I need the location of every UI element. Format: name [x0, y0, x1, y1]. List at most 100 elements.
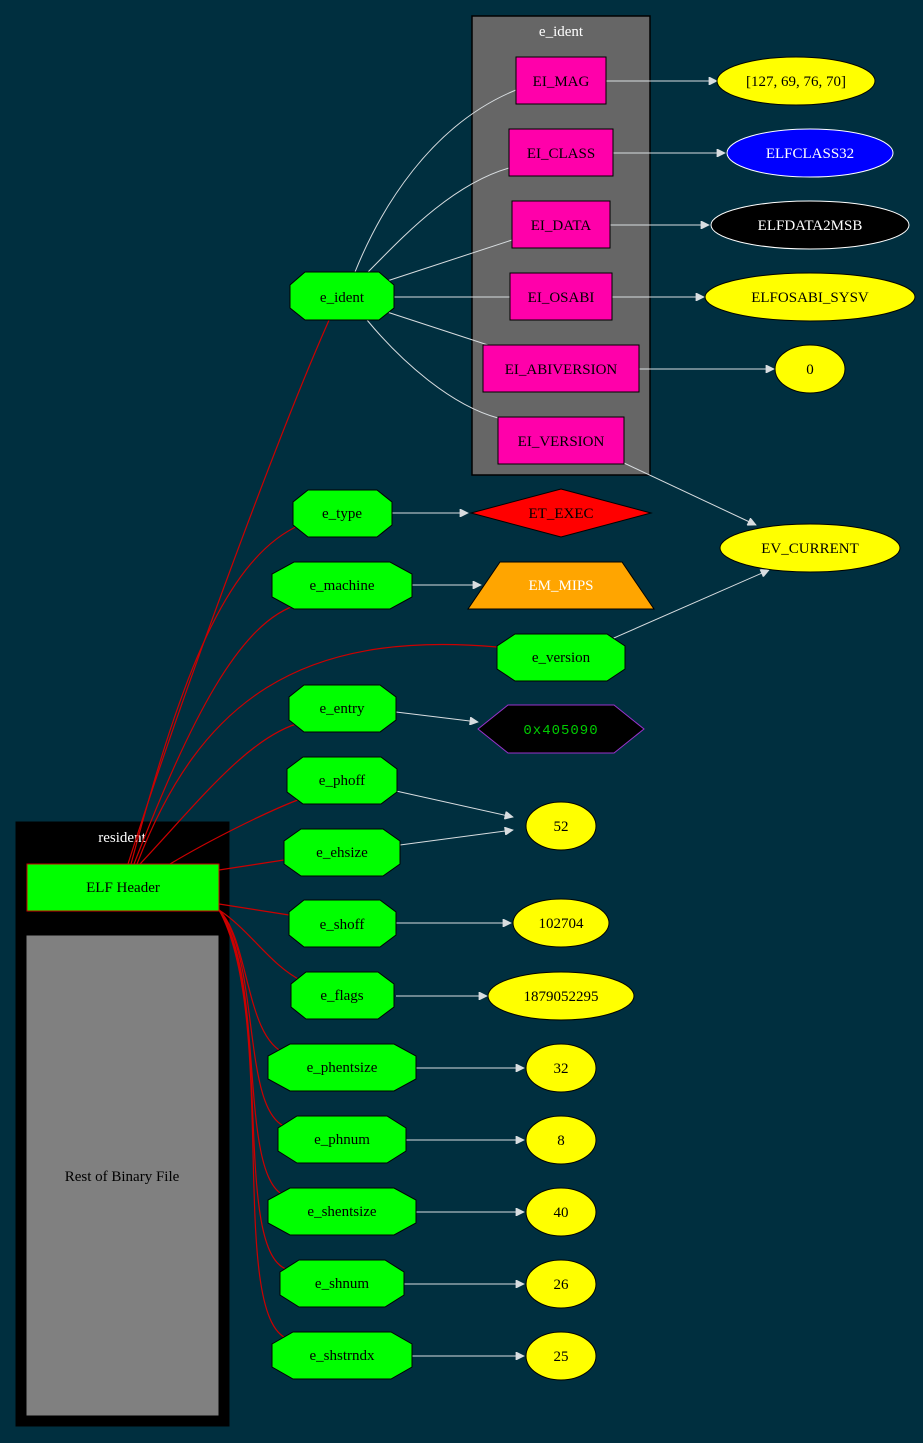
value-shoff-label: 102704 [539, 916, 585, 932]
edge-e-entry-value [395, 711, 478, 722]
value-osabi-node: ELFOSABI_SYSV [704, 272, 916, 322]
ei-osabi-node: EI_OSABI [509, 272, 613, 321]
value-phentsize-node: 32 [525, 1043, 597, 1093]
e-ehsize-node: e_ehsize [283, 828, 401, 877]
e-version-label: e_version [532, 650, 591, 666]
value-machine-label: EM_MIPS [528, 578, 593, 594]
e-entry-node: e_entry [288, 684, 397, 733]
ei-version-node: EI_VERSION [497, 416, 625, 465]
ei-class-label: EI_CLASS [527, 146, 595, 162]
e-phentsize-node: e_phentsize [267, 1043, 417, 1092]
e-ehsize-label: e_ehsize [316, 845, 368, 861]
edge-e-ehsize-value [399, 830, 513, 846]
e-type-label: e_type [322, 506, 362, 522]
e-version-node: e_version [496, 633, 626, 682]
value-ev-current-node: EV_CURRENT [719, 523, 901, 573]
edge-header-e-machine [133, 603, 301, 865]
e-type-node: e_type [292, 489, 393, 538]
edge-header-e-version [136, 643, 498, 865]
e-phnum-label: e_phnum [314, 1132, 370, 1148]
edge-ident-ei-class [366, 167, 510, 274]
e-ident-label: e_ident [320, 290, 365, 306]
value-flags-label: 1879052295 [524, 989, 599, 1005]
value-edges [392, 81, 774, 1356]
value-shoff-node: 102704 [512, 898, 610, 948]
value-shnum-node: 26 [525, 1259, 597, 1309]
value-shnum-label: 26 [554, 1277, 570, 1293]
value-52-node: 52 [525, 801, 597, 851]
value-shentsize-node: 40 [525, 1187, 597, 1237]
e-shentsize-label: e_shentsize [307, 1204, 376, 1220]
edge-header-e-phentsize [218, 909, 288, 1055]
elf-header-node: ELF Header [26, 863, 220, 912]
value-machine-node: EM_MIPS [467, 561, 655, 610]
edge-header-e-shnum [218, 909, 291, 1271]
edge-ident-ei-abiversion [383, 310, 489, 346]
value-phentsize-label: 32 [554, 1061, 569, 1077]
e-phnum-node: e_phnum [277, 1115, 407, 1164]
value-shentsize-label: 40 [554, 1205, 569, 1221]
edge-header-e-flags [218, 909, 303, 982]
edge-header-e-shoff [218, 903, 290, 916]
e-shoff-label: e_shoff [320, 917, 365, 933]
rest-of-binary-label: Rest of Binary File [65, 1169, 180, 1185]
value-entry-node: 0x405090 [477, 704, 645, 754]
value-class-label: ELFCLASS32 [766, 146, 854, 162]
value-abiversion-label: 0 [806, 362, 814, 378]
value-mag-node: [127, 69, 76, 70] [716, 56, 876, 106]
ei-abiversion-node: EI_ABIVERSION [482, 344, 640, 393]
edge-header-e-type [130, 524, 301, 865]
e-shoff-node: e_shoff [288, 899, 397, 948]
edge-ident-ei-mag [354, 89, 517, 273]
e-shentsize-node: e_shentsize [267, 1187, 417, 1236]
edge-header-e-ehsize [218, 859, 285, 871]
value-mag-label: [127, 69, 76, 70] [746, 74, 846, 90]
ident-subfield-edges [354, 89, 517, 419]
ei-mag-node: EI_MAG [515, 56, 607, 105]
ei-version-label: EI_VERSION [518, 434, 605, 450]
value-ev-current-label: EV_CURRENT [761, 541, 859, 557]
value-entry-label: 0x405090 [523, 723, 598, 739]
edge-header-e-ident [127, 317, 331, 865]
e-phoff-node: e_phoff [286, 756, 398, 805]
e-shnum-node: e_shnum [279, 1259, 405, 1308]
edge-header-e-phnum [218, 909, 291, 1129]
value-type-node: ET_EXEC [469, 488, 653, 538]
e-shnum-label: e_shnum [315, 1276, 369, 1292]
value-osabi-label: ELFOSABI_SYSV [751, 290, 869, 306]
elf-header-label: ELF Header [86, 880, 160, 896]
value-phnum-node: 8 [525, 1115, 597, 1165]
e-entry-label: e_entry [320, 701, 365, 717]
e-ident-cluster-label: e_ident [539, 24, 584, 40]
value-class-node: ELFCLASS32 [726, 128, 894, 178]
edge-ei-version-value [623, 462, 756, 525]
ei-mag-label: EI_MAG [533, 74, 590, 90]
e-ident-node: e_ident [289, 271, 395, 321]
e-flags-node: e_flags [290, 971, 395, 1020]
e-shstrndx-label: e_shstrndx [310, 1348, 375, 1364]
e-machine-label: e_machine [310, 578, 375, 594]
edge-header-e-entry [139, 721, 304, 865]
value-phnum-label: 8 [557, 1133, 565, 1149]
ei-class-node: EI_CLASS [508, 128, 614, 177]
e-phoff-label: e_phoff [319, 773, 365, 789]
rest-of-binary-node: Rest of Binary File [25, 934, 220, 1417]
ei-data-label: EI_DATA [531, 218, 592, 234]
value-shstrndx-node: 25 [525, 1331, 597, 1381]
edge-header-e-shstrndx [218, 909, 293, 1341]
edge-e-phoff-value [395, 790, 513, 817]
value-shstrndx-label: 25 [554, 1349, 569, 1365]
value-data-node: ELFDATA2MSB [710, 200, 910, 250]
edge-header-e-phoff [169, 797, 304, 865]
ei-data-node: EI_DATA [511, 200, 611, 249]
value-data-label: ELFDATA2MSB [758, 218, 863, 234]
e-machine-node: e_machine [271, 561, 413, 610]
e-shstrndx-node: e_shstrndx [271, 1331, 413, 1380]
e-phentsize-label: e_phentsize [307, 1060, 378, 1076]
value-type-label: ET_EXEC [529, 506, 594, 522]
header-field-edges [127, 317, 498, 1341]
value-abiversion-node: 0 [774, 344, 846, 394]
value-flags-node: 1879052295 [487, 971, 635, 1021]
edge-ident-ei-version [366, 319, 499, 419]
